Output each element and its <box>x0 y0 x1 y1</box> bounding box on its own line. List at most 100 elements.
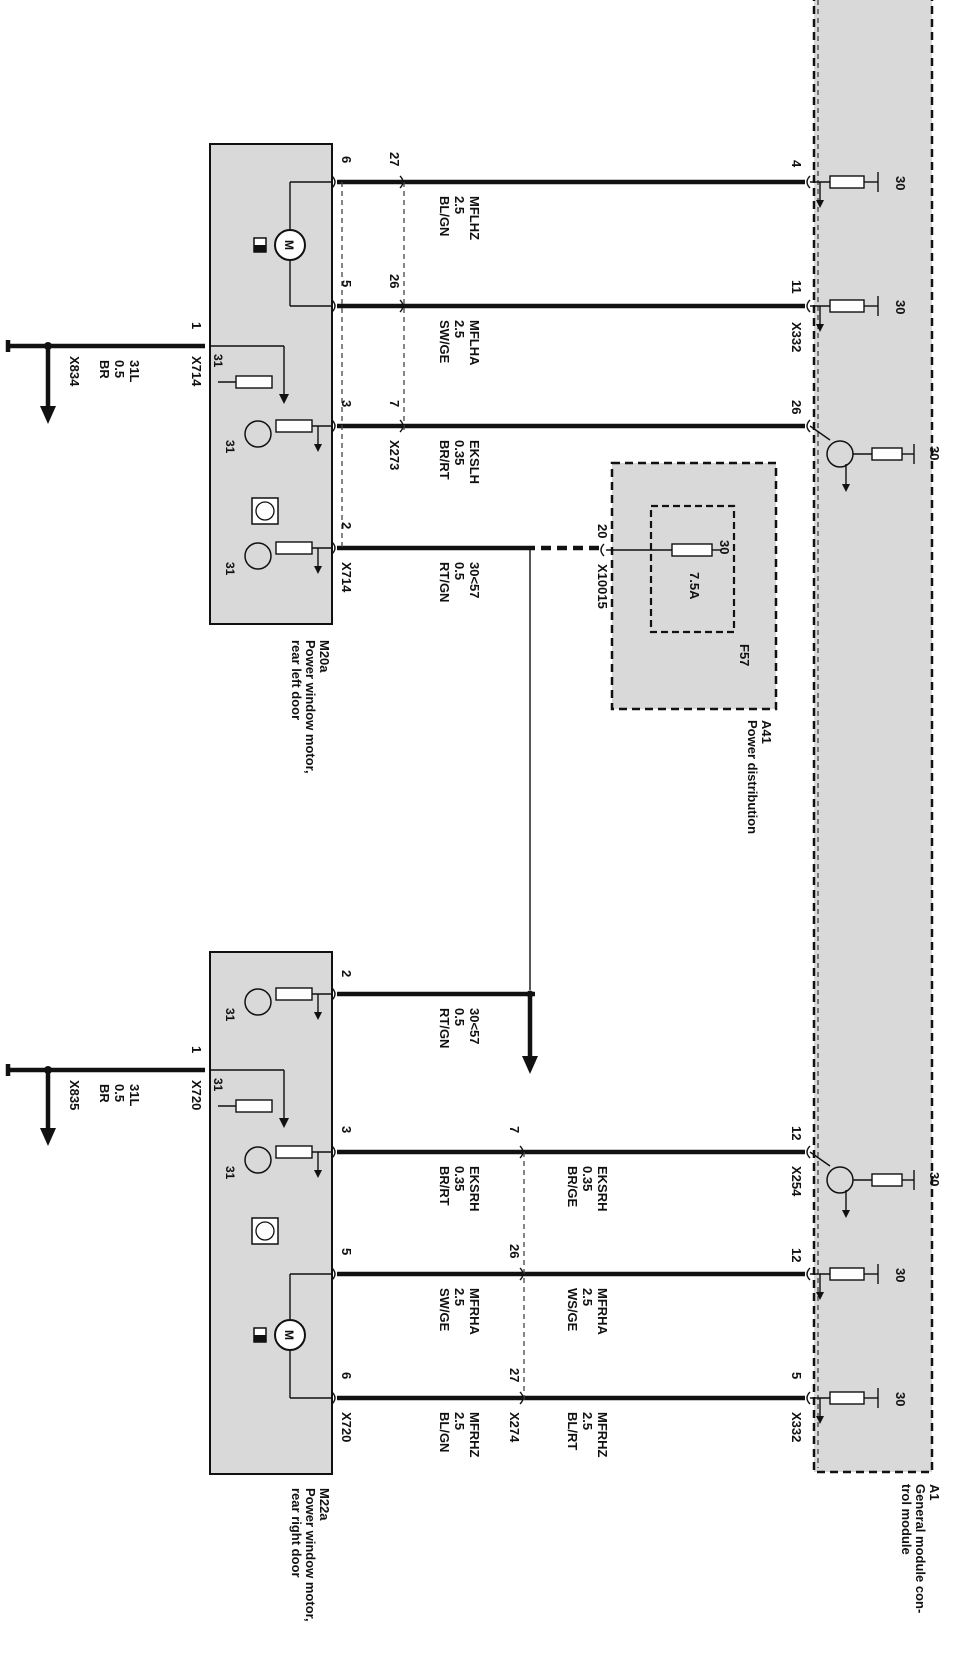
term-label: 31 <box>211 354 225 368</box>
m20a-name: Power window motor, <box>303 640 318 774</box>
pin-label: 20 <box>595 524 610 538</box>
pin-label: 5 <box>339 1248 354 1255</box>
wire-size: 0.5 <box>112 360 127 378</box>
m20a-id: M20a <box>317 640 332 673</box>
m22a-id: M22a <box>317 1488 332 1521</box>
pin-label: 4 <box>789 160 804 168</box>
f57-fuse-box <box>649 504 736 634</box>
wire-size: 2.5 <box>452 320 467 338</box>
wire-color: BR/GE <box>565 1166 580 1208</box>
connector-label: X10015 <box>595 564 610 609</box>
connector-label: X332 <box>789 1412 804 1442</box>
pin-label: 27 <box>387 152 402 166</box>
connector-label: X254 <box>789 1166 804 1197</box>
connector-label: X714 <box>189 356 204 387</box>
pin-label: 11 <box>789 280 804 294</box>
term-label: 30 <box>893 176 908 190</box>
term-label: 31 <box>223 1166 237 1180</box>
m22a-name: Power window motor, <box>303 1488 318 1622</box>
term-label: 31 <box>223 1008 237 1022</box>
a1-module-box <box>812 0 934 1474</box>
connector-label: X332 <box>789 322 804 352</box>
pin-label: 12 <box>789 1126 804 1140</box>
wire-name: MFRHZ <box>595 1412 610 1458</box>
connector-label: X274 <box>507 1412 522 1443</box>
wire-name: EKSRH <box>467 1166 482 1212</box>
pin-label: 26 <box>387 274 402 288</box>
fuse-term: 30 <box>717 540 732 554</box>
pin-label: 6 <box>339 1372 354 1379</box>
wire-size: 0.35 <box>452 1166 467 1191</box>
term-label: 30 <box>893 1268 908 1282</box>
pin-label: 5 <box>789 1372 804 1379</box>
a41-id: A41 <box>759 720 774 744</box>
a1-id: A1 <box>927 1484 942 1501</box>
wire-name: EKSLH <box>467 440 482 484</box>
wire-color: BL/RT <box>565 1412 580 1450</box>
m22a-internals: M <box>210 987 332 1399</box>
connector-label: X720 <box>339 1412 354 1442</box>
term-label: 31 <box>223 440 237 454</box>
wire-color: SW/GE <box>437 1288 452 1332</box>
wire-size: 2.5 <box>580 1288 595 1306</box>
wire-name: MFLHZ <box>467 196 482 240</box>
pin-label: 27 <box>507 1368 522 1382</box>
wire-color: BL/GN <box>437 196 452 236</box>
a1-output-stubs <box>810 172 879 1424</box>
wire-size: 0.5 <box>112 1084 127 1102</box>
wire-name: 31L <box>127 1084 142 1106</box>
wire-color: SW/GE <box>437 320 452 364</box>
pin-label: 7 <box>387 400 402 407</box>
ground-arrow-head-right <box>40 1128 56 1146</box>
m22a-motor-box <box>209 951 333 1475</box>
a1-transistor-inputs <box>809 425 915 1218</box>
wire-name: MFRHZ <box>467 1412 482 1458</box>
term-label: 30 <box>927 446 942 460</box>
ground-arrow-head-left <box>40 406 56 424</box>
wire-name: MFRHA <box>467 1288 482 1336</box>
wire-size: 2.5 <box>452 1412 467 1430</box>
wire-size: 2.5 <box>452 196 467 214</box>
pin-label: 26 <box>789 400 804 414</box>
wire-size: 0.5 <box>452 562 467 580</box>
term-label: 30 <box>893 1392 908 1406</box>
wire-name: 30<57 <box>467 1008 482 1045</box>
wire-name: 30<57 <box>467 562 482 599</box>
term-label: 30 <box>927 1172 942 1186</box>
wire-color: RT/GN <box>437 1008 452 1048</box>
connector-label: X835 <box>67 1080 82 1110</box>
f57-fuse-icon <box>671 543 713 557</box>
wire-size: 0.5 <box>452 1008 467 1026</box>
pin-label: 5 <box>339 280 354 287</box>
pin-label: 1 <box>189 322 204 329</box>
wire-name: EKSRH <box>595 1166 610 1212</box>
wire-name: 31L <box>127 360 142 382</box>
m20a-internals: M <box>210 181 332 574</box>
connector-label: X720 <box>189 1080 204 1110</box>
motor-glyph: M <box>282 1330 296 1340</box>
pin-label: 3 <box>339 1126 354 1133</box>
connector-label: X714 <box>339 562 354 593</box>
wire-color: BR/RT <box>437 1166 452 1206</box>
wire-name: MFRHA <box>595 1288 610 1336</box>
wire-size: 0.35 <box>452 440 467 465</box>
pin-label: 1 <box>189 1046 204 1053</box>
connector-label: X273 <box>387 440 402 470</box>
fuse-id: F57 <box>737 644 752 666</box>
a41-name: Power distribution <box>745 720 760 834</box>
wire-size: 2.5 <box>452 1288 467 1306</box>
pin-label: 3 <box>339 400 354 407</box>
wire-color: BR/RT <box>437 440 452 480</box>
m22a-name-2: rear right door <box>289 1488 304 1578</box>
pin-label: 12 <box>789 1248 804 1262</box>
motor-glyph: M <box>282 240 296 250</box>
connector-label: X834 <box>67 356 82 387</box>
pin-label: 2 <box>339 970 354 977</box>
wire-color: RT/GN <box>437 562 452 602</box>
wire-size: 0.35 <box>580 1166 595 1191</box>
pin-ticks <box>331 175 811 1405</box>
wire-color: WS/GE <box>565 1288 580 1332</box>
wire-name: MFLHA <box>467 320 482 366</box>
